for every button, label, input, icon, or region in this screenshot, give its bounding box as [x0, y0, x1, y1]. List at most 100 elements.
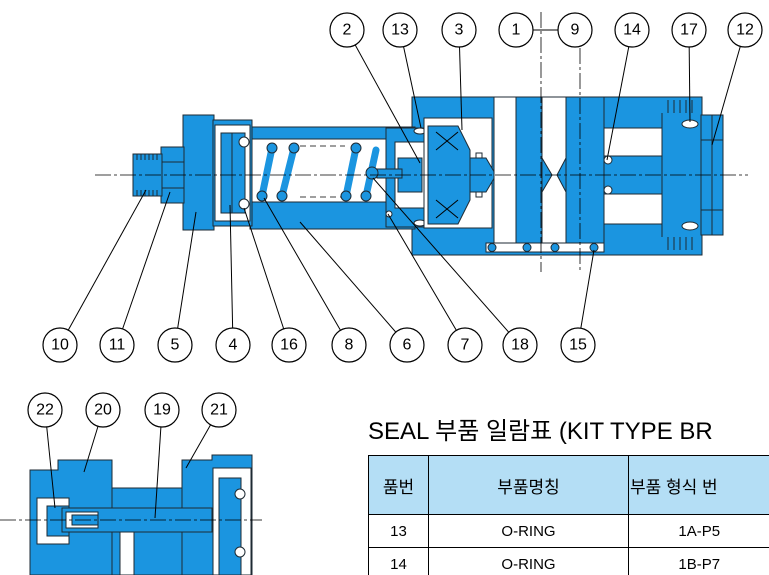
leader-8: [263, 197, 350, 346]
seal-parts-table: 품번 부품명칭 부품 형식 번 13 O-RING 1A-P5 14 O-RIN…: [368, 455, 769, 575]
callout-circle: [157, 327, 193, 363]
seal-table: 품번 부품명칭 부품 형식 번 13 O-RING 1A-P5 14 O-RIN…: [368, 455, 769, 575]
callout-12: 12: [727, 12, 763, 48]
callout-label: 11: [109, 337, 126, 354]
leader-4: [229, 204, 234, 346]
leader-10: [59, 189, 147, 346]
header-part-name: 부품명칭: [428, 455, 629, 515]
callout-label: 1: [512, 22, 521, 39]
poppet-seal-top: [475, 152, 483, 159]
leader-5: [174, 211, 197, 346]
inset-valve-section: 22 20 19 21: [0, 392, 262, 575]
spring-coil-end: [266, 142, 278, 154]
callout-label: 10: [51, 337, 69, 354]
callout-18: 18: [502, 327, 538, 363]
callout-circle: [99, 327, 135, 363]
cell-part-no: 13: [368, 514, 429, 548]
callout-14: 14: [614, 12, 650, 48]
callout-22: 22: [27, 392, 63, 428]
callout-2: 2: [329, 12, 365, 48]
callout-label: 16: [280, 337, 298, 354]
callout-circle: [447, 327, 483, 363]
callout-circle: [502, 327, 538, 363]
screw-thread: [136, 154, 158, 196]
header-part-type: 부품 형식 번: [628, 455, 769, 515]
callout-circle: [557, 12, 593, 48]
spring-coil-end: [340, 190, 352, 202]
ball-stem: [376, 168, 403, 179]
poppet-section-mark: [435, 199, 459, 219]
callout-circle: [727, 12, 763, 48]
callout-label: 8: [345, 337, 354, 354]
callout-20: 20: [85, 392, 121, 428]
callout-circle: [27, 392, 63, 428]
bottom-o-ring: [550, 243, 560, 252]
poppet-section-mark: [435, 131, 459, 151]
spring-coil: [278, 144, 298, 200]
callout-circle: [329, 12, 365, 48]
table-header-row: 품번 부품명칭 부품 형식 번: [368, 455, 769, 515]
fitting-o-ring-bottom: [681, 221, 699, 231]
table-row: 14 O-RING 1B-P7: [368, 547, 769, 575]
stem-o-ring-bottom: [603, 185, 613, 195]
bottom-o-ring: [522, 243, 532, 252]
callout-circle: [144, 392, 180, 428]
leader-19: [154, 409, 163, 519]
callout-label: 12: [736, 22, 754, 39]
spring-coil-end: [256, 190, 268, 202]
callout-4: 4: [215, 327, 251, 363]
leader-7: [387, 213, 466, 346]
callout-11: 11: [99, 327, 135, 363]
callout-label: 2: [343, 22, 352, 39]
spool-column: [515, 96, 543, 244]
callout-19: 19: [144, 392, 180, 428]
fitting-thread: [667, 100, 693, 250]
piston-o-ring-bottom: [238, 198, 250, 210]
ball: [365, 166, 379, 180]
spring-coil: [258, 144, 276, 200]
callout-7: 7: [447, 327, 483, 363]
callout-label: 15: [569, 337, 587, 354]
callout-1: 1: [498, 12, 534, 48]
callout-label: 3: [455, 22, 464, 39]
callout-15: 15: [560, 327, 596, 363]
callout-label: 13: [391, 22, 409, 39]
table-row: 13 O-RING 1A-P5: [368, 514, 769, 548]
callout-label: 19: [153, 402, 171, 419]
main-valve-section: 2 13 3 1 9 14 17 12 10 11 5 4 16 8 6 7 1…: [42, 12, 763, 363]
callout-label: 7: [461, 337, 470, 354]
callout-label: 20: [94, 402, 112, 419]
leader-11: [116, 191, 171, 346]
seal-table-title: SEAL 부품 일람표 (KIT TYPE BR: [368, 418, 713, 445]
callout-8: 8: [331, 327, 367, 363]
end-o-ring-top: [234, 488, 246, 500]
callout-label: 6: [403, 337, 412, 354]
callout-circle: [498, 12, 534, 48]
callout-label: 22: [36, 402, 54, 419]
leader-2: [346, 29, 421, 164]
callout-label: 21: [210, 402, 228, 419]
callout-circle: [389, 327, 425, 363]
callout-10: 10: [42, 327, 78, 363]
callout-label: 14: [623, 22, 641, 39]
header-part-no: 품번: [368, 455, 429, 515]
spool-column-right: [565, 96, 605, 244]
callout-circle: [441, 12, 477, 48]
callout-label: 18: [511, 337, 529, 354]
callout-5: 5: [157, 327, 193, 363]
callout-6: 6: [389, 327, 425, 363]
cell-part-type: 1A-P5: [628, 514, 769, 548]
cell-part-name: O-RING: [428, 547, 629, 575]
leader-18: [372, 177, 521, 346]
bottom-seal-groove: [485, 242, 605, 253]
callout-label: 9: [571, 22, 580, 39]
cell-part-type: 1B-P7: [628, 547, 769, 575]
bottom-o-ring: [487, 243, 497, 252]
callout-circle: [614, 12, 650, 48]
callout-circle: [382, 12, 418, 48]
callout-circle: [271, 327, 307, 363]
spring-coil: [342, 144, 360, 200]
callout-3: 3: [441, 12, 477, 48]
